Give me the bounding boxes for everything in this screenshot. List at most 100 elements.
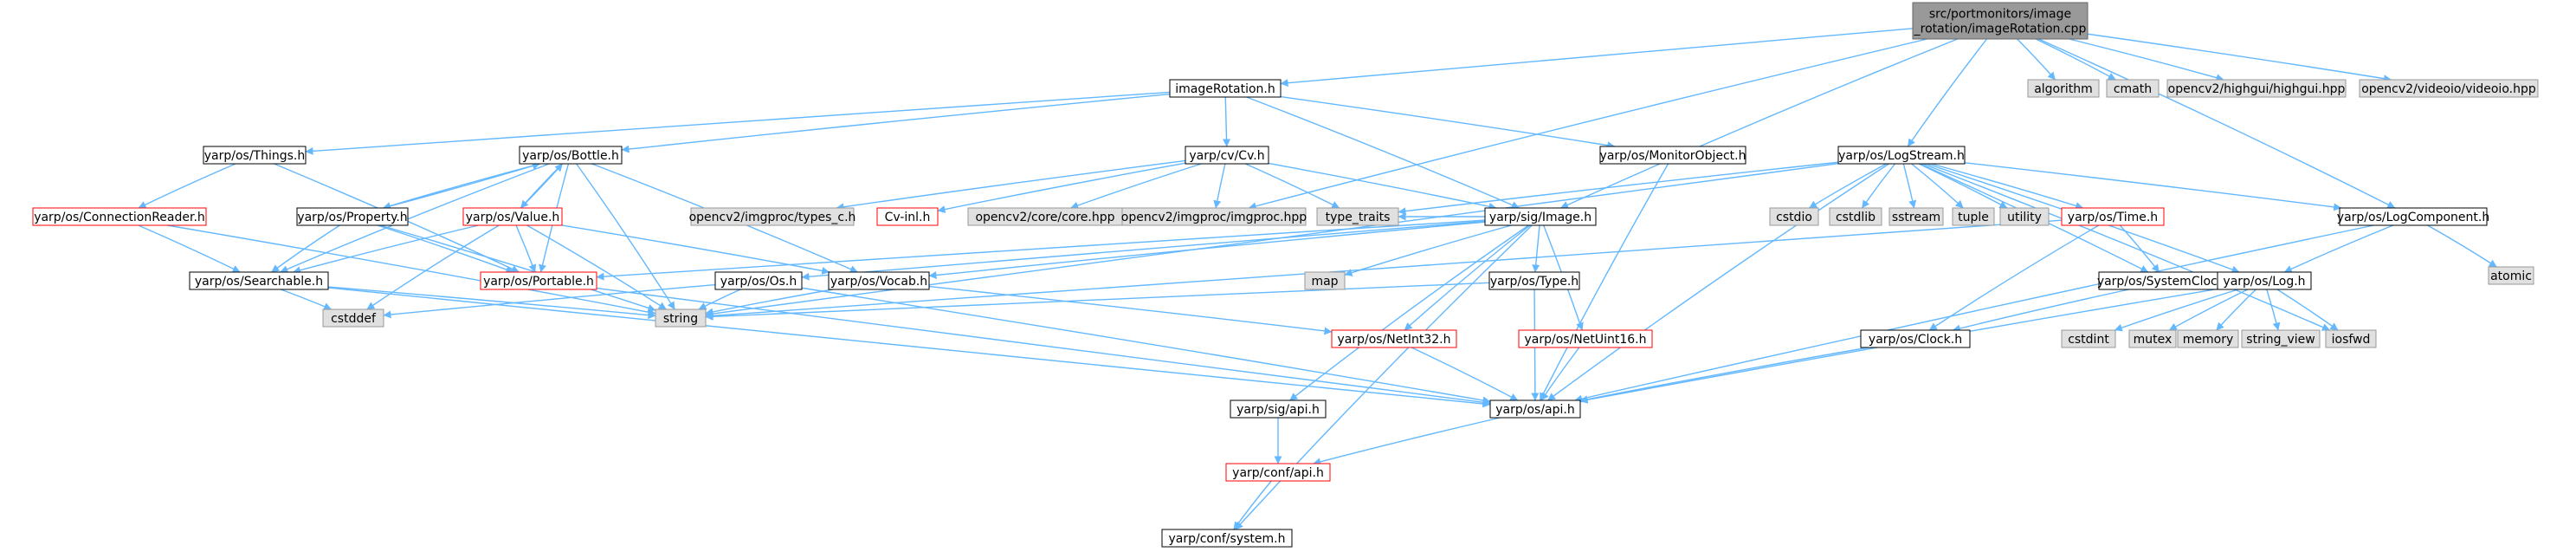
node-videoio: opencv2/videoio/videoio.hpp bbox=[2359, 79, 2539, 98]
node-utility: utility bbox=[1999, 207, 2050, 226]
edge-typeh-to-string bbox=[705, 282, 1490, 321]
node-cvh[interactable]: yarp/cv/Cv.h bbox=[1185, 146, 1269, 165]
node-vocab[interactable]: yarp/os/Vocab.h bbox=[828, 271, 930, 290]
node-clock[interactable]: yarp/os/Clock.h bbox=[1860, 329, 1971, 348]
node-box bbox=[2177, 329, 2239, 348]
edge-vocab-to-netint32 bbox=[928, 285, 1333, 335]
node-things[interactable]: yarp/os/Things.h bbox=[203, 146, 307, 165]
node-imageRotation_h[interactable]: imageRotation.h bbox=[1169, 79, 1282, 98]
node-box bbox=[1837, 146, 1966, 165]
node-label: memory bbox=[2183, 333, 2234, 347]
node-label: tuple bbox=[1958, 211, 1989, 224]
edge-confapi-to-confsystem bbox=[1233, 480, 1272, 530]
node-label: sstream bbox=[1892, 211, 1940, 224]
edge-imageRotation_h-to-monitor bbox=[1280, 95, 1616, 150]
node-label: yarp/os/Vocab.h bbox=[830, 275, 927, 289]
node-searchable[interactable]: yarp/os/Searchable.h bbox=[189, 271, 329, 290]
node-label: yarp/os/Log.h bbox=[2223, 275, 2305, 289]
node-sigimage[interactable]: yarp/sig/Image.h bbox=[1484, 207, 1597, 226]
node-label: yarp/os/api.h bbox=[1495, 403, 1574, 417]
node-label: yarp/cv/Cv.h bbox=[1189, 149, 1264, 163]
node-timeh[interactable]: yarp/os/Time.h bbox=[2061, 207, 2165, 226]
node-box bbox=[1599, 146, 1746, 165]
node-typeh[interactable]: yarp/os/Type.h bbox=[1488, 271, 1580, 290]
edge-root-to-logstream bbox=[1907, 38, 1988, 147]
node-root[interactable]: src/portmonitors/image_rotation/imageRot… bbox=[1912, 2, 2089, 40]
node-label: yarp/os/ConnectionReader.h bbox=[34, 211, 205, 224]
edge-sigimage-to-portable bbox=[596, 219, 1486, 281]
edge-root-to-highgui bbox=[2069, 38, 2224, 82]
node-box bbox=[2241, 329, 2321, 348]
node-label: opencv2/videoio/videoio.hpp bbox=[2361, 82, 2536, 96]
edge-cvh-to-type_traits bbox=[1244, 163, 1340, 209]
node-cstdint: cstdint bbox=[2061, 329, 2116, 348]
node-label: yarp/os/Things.h bbox=[204, 149, 306, 163]
node-box bbox=[2488, 266, 2534, 285]
node-value[interactable]: yarp/os/Value.h bbox=[462, 207, 563, 226]
edge-root-to-cmath bbox=[2035, 38, 2116, 81]
node-box bbox=[2166, 79, 2347, 98]
node-label: yarp/os/Time.h bbox=[2068, 211, 2158, 224]
node-label: string_view bbox=[2246, 333, 2315, 347]
node-sigapi[interactable]: yarp/sig/api.h bbox=[1230, 399, 1327, 419]
edge-sigimage-to-map bbox=[1344, 224, 1512, 276]
edge-logstream-to-tuple bbox=[1911, 163, 1964, 209]
edge-logstream-to-type_traits bbox=[1398, 161, 1839, 216]
node-box bbox=[1518, 329, 1653, 348]
edge-osh-to-osapi bbox=[801, 287, 1491, 405]
edge-property-to-searchable bbox=[271, 224, 340, 273]
edge-netuint16-to-osapi bbox=[1540, 347, 1580, 401]
edge-value-to-string bbox=[526, 224, 667, 310]
node-sysclock[interactable]: yarp/os/SystemClock.h bbox=[2097, 271, 2236, 290]
node-box bbox=[2061, 207, 2165, 226]
node-box bbox=[1161, 529, 1293, 548]
edge-cvh-to-types_c bbox=[836, 159, 1186, 211]
node-osapi[interactable]: yarp/os/api.h bbox=[1489, 399, 1581, 419]
node-cvinl[interactable]: Cv-inl.h bbox=[876, 207, 939, 226]
edge-sigimage-to-vocab bbox=[928, 221, 1486, 279]
node-label: opencv2/highgui/highgui.hpp bbox=[2168, 82, 2346, 96]
node-netint32[interactable]: yarp/os/NetInt32.h bbox=[1331, 329, 1457, 348]
node-box bbox=[189, 271, 329, 290]
node-monitor[interactable]: yarp/os/MonitorObject.h bbox=[1599, 146, 1746, 165]
edge-cvh-to-sigimage bbox=[1268, 162, 1497, 211]
node-label: yarp/os/MonitorObject.h bbox=[1600, 149, 1746, 163]
edge-things-to-connreader bbox=[138, 163, 236, 209]
node-label: yarp/os/Bottle.h bbox=[522, 149, 619, 163]
edge-logh-to-cstdint bbox=[2114, 289, 2238, 332]
node-label: yarp/os/Type.h bbox=[1490, 275, 1579, 289]
edge-vocab-to-string bbox=[705, 289, 833, 316]
node-portable[interactable]: yarp/os/Portable.h bbox=[480, 271, 597, 290]
node-box bbox=[1316, 207, 1399, 226]
node-label: yarp/os/Clock.h bbox=[1869, 333, 1962, 347]
node-label: cmath bbox=[2114, 82, 2152, 96]
edge-logh-to-iosfwd bbox=[2276, 289, 2339, 331]
node-label: yarp/os/LogComponent.h bbox=[2337, 211, 2489, 224]
node-logh[interactable]: yarp/os/Log.h bbox=[2217, 271, 2312, 290]
node-netuint16[interactable]: yarp/os/NetUint16.h bbox=[1518, 329, 1653, 348]
edge-logstream-to-osapi bbox=[1547, 163, 1889, 401]
node-box bbox=[2128, 329, 2177, 348]
edge-cvh-to-cvinl bbox=[937, 162, 1186, 213]
node-logstream[interactable]: yarp/os/LogStream.h bbox=[1837, 146, 1966, 165]
node-box bbox=[1769, 207, 1819, 226]
node-box bbox=[203, 146, 307, 165]
node-label: imageRotation.h bbox=[1175, 82, 1275, 96]
edge-root-to-logcomp bbox=[2038, 38, 2396, 209]
node-bottle[interactable]: yarp/os/Bottle.h bbox=[519, 146, 623, 165]
node-label: yarp/conf/system.h bbox=[1169, 532, 1286, 546]
node-confsystem[interactable]: yarp/conf/system.h bbox=[1161, 529, 1293, 548]
edge-value-to-searchable bbox=[293, 224, 479, 275]
node-iosfwd: iosfwd bbox=[2325, 329, 2377, 348]
edge-value-to-portable bbox=[515, 224, 537, 273]
edge-osh-to-cstddef bbox=[383, 283, 716, 319]
node-property[interactable]: yarp/os/Property.h bbox=[296, 207, 409, 226]
node-osh[interactable]: yarp/os/Os.h bbox=[714, 271, 803, 290]
node-label: yarp/os/NetUint16.h bbox=[1524, 333, 1646, 347]
node-box bbox=[2027, 79, 2100, 98]
node-confapi[interactable]: yarp/conf/api.h bbox=[1225, 463, 1331, 482]
node-connreader[interactable]: yarp/os/ConnectionReader.h bbox=[32, 207, 207, 226]
node-logcomp[interactable]: yarp/os/LogComponent.h bbox=[2337, 207, 2489, 226]
edge-imageRotation_h-to-sigimage bbox=[1246, 96, 1520, 209]
